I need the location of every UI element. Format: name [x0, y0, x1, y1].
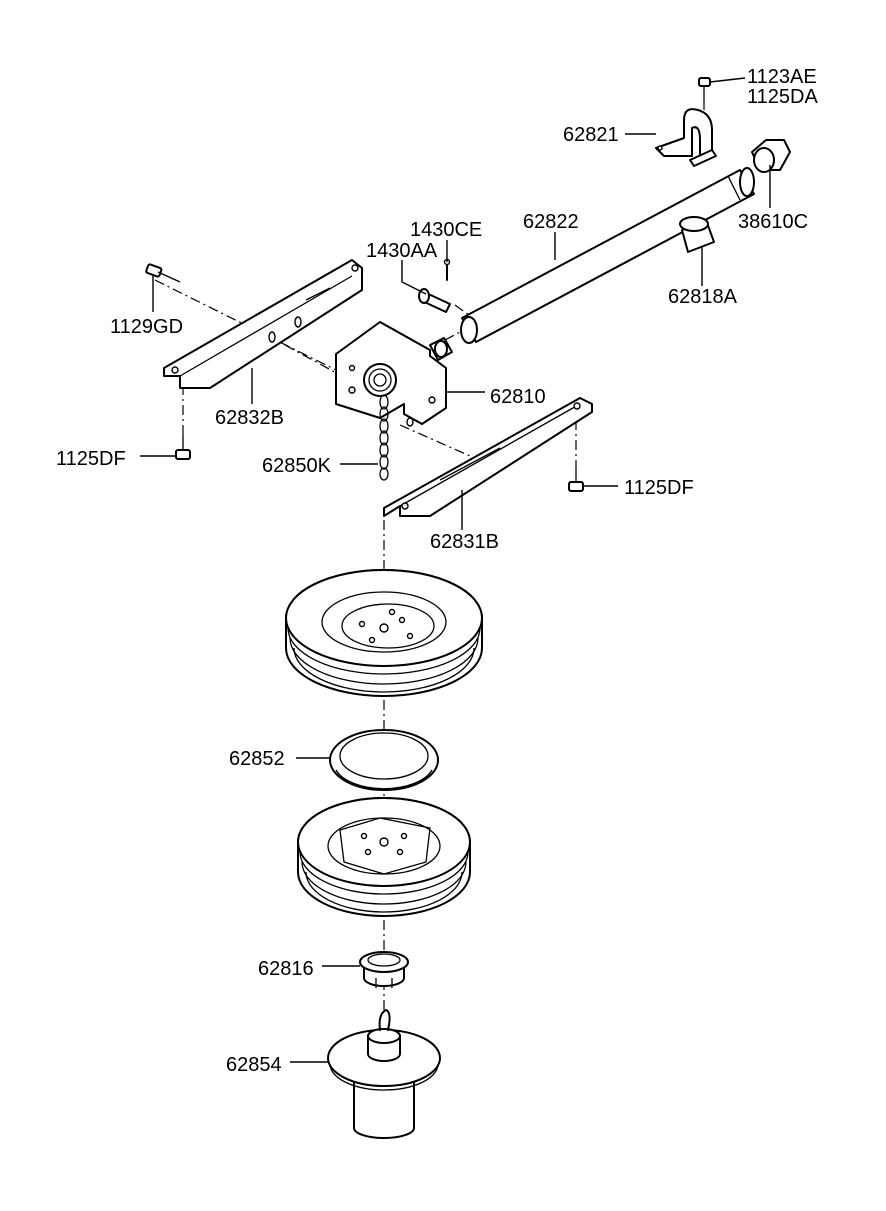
label-62854: 62854	[226, 1054, 282, 1076]
bolt-1125df-right	[568, 470, 584, 492]
label-1430ce: 1430CE	[410, 219, 482, 241]
lift-bottom-62854	[327, 1009, 441, 1139]
label-62850k: 62850K	[262, 455, 332, 477]
wheel-lower	[297, 797, 471, 917]
label-62831b: 62831B	[430, 531, 499, 553]
part-labels: 1123AE 1125DA 62821 38610C 1430CE 62822 …	[56, 66, 818, 1076]
cotter-pin-1430ce	[443, 258, 451, 281]
plate-62852	[329, 729, 439, 791]
label-62816: 62816	[258, 958, 314, 980]
label-62832b: 62832B	[215, 407, 284, 429]
sleeve-62818a	[679, 216, 715, 253]
label-62852: 62852	[229, 748, 285, 770]
label-62822: 62822	[523, 211, 579, 233]
guide-62816	[359, 951, 409, 988]
label-1125df-left: 1125DF	[56, 448, 126, 470]
rail-62832b	[163, 259, 363, 389]
label-62821: 62821	[563, 124, 619, 146]
label-38610c: 38610C	[738, 211, 808, 233]
label-62818a: 62818A	[668, 286, 738, 308]
label-1430aa: 1430AA	[366, 240, 438, 262]
bracket-62821	[655, 108, 717, 167]
bolt-1125df-left	[175, 435, 191, 460]
spare-tire-upper	[285, 569, 483, 697]
bushing-38610c	[751, 139, 791, 173]
bolt-1123ae	[698, 77, 711, 100]
winch-62810	[335, 321, 453, 425]
leader-lines	[140, 77, 771, 1063]
tube-62822	[460, 167, 755, 344]
bolt-1129gd	[145, 263, 181, 283]
rail-62831b	[383, 397, 593, 517]
label-1125da: 1125DA	[747, 86, 818, 108]
label-62810: 62810	[490, 386, 546, 408]
label-1123ae: 1123AE	[747, 66, 817, 88]
label-1125df-right: 1125DF	[624, 477, 694, 499]
label-1129gd: 1129GD	[110, 316, 183, 338]
chain-62850k	[379, 394, 389, 481]
